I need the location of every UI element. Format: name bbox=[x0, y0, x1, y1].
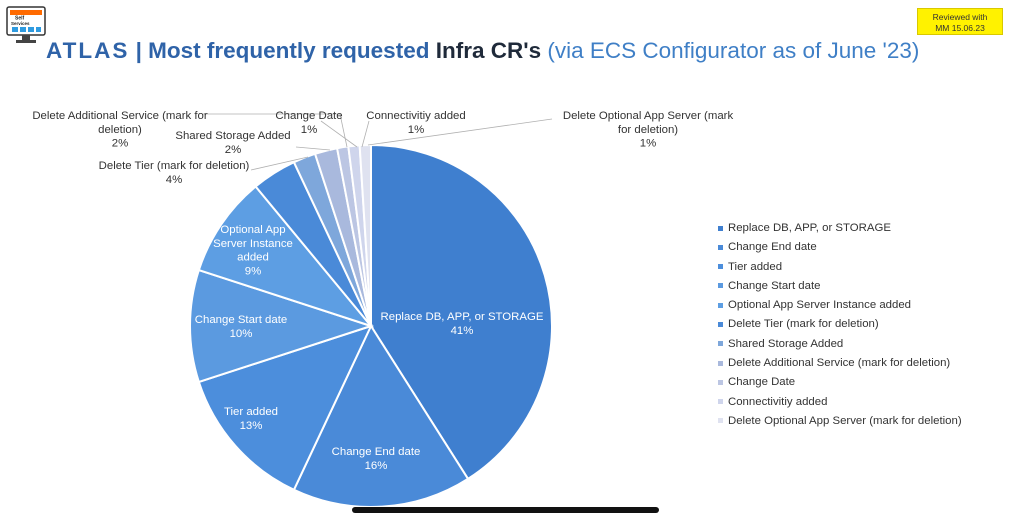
chart-legend: Replace DB, APP, or STORAGE Change End da… bbox=[718, 221, 962, 433]
legend-swatch bbox=[718, 321, 723, 327]
slice-label: Replace DB, APP, or STORAGE 41% bbox=[381, 311, 544, 337]
pie-slice bbox=[370, 143, 553, 481]
legend-swatch bbox=[718, 360, 723, 366]
legend-item: Connectivitiy added bbox=[718, 395, 962, 414]
label-line: 1% bbox=[301, 124, 317, 136]
review-badge-line2: MM 15.06.23 bbox=[935, 22, 985, 33]
review-badge: Reviewed with MM 15.06.23 bbox=[917, 8, 1003, 35]
label-line: Shared Storage Added bbox=[175, 130, 290, 142]
slice-label: Tier added 13% bbox=[224, 406, 278, 432]
label-line: added bbox=[237, 252, 269, 264]
leader-line bbox=[320, 120, 358, 148]
legend-swatch bbox=[718, 244, 723, 250]
legend-label: Shared Storage Added bbox=[728, 337, 844, 350]
slice-label-outside: Shared Storage Added 2% bbox=[175, 130, 290, 156]
label-line: 16% bbox=[365, 460, 388, 472]
label-line: 41% bbox=[451, 325, 474, 337]
label-line: 1% bbox=[640, 138, 656, 150]
title-separator: | bbox=[135, 38, 142, 63]
title-subtitle: (via ECS Configurator as of June '23) bbox=[547, 38, 920, 63]
legend-label: Replace DB, APP, or STORAGE bbox=[728, 222, 891, 234]
pie-slice bbox=[358, 143, 372, 327]
label-line: Change Start date bbox=[195, 314, 287, 326]
atlas-brand: ATLAS bbox=[46, 38, 130, 63]
leader-line bbox=[367, 118, 553, 146]
label-line: deletion) bbox=[98, 124, 142, 136]
legend-label: Delete Additional Service (mark for dele… bbox=[728, 357, 951, 370]
legend-item: Tier added bbox=[718, 260, 962, 279]
legend-swatch bbox=[718, 302, 723, 308]
legend-swatch bbox=[718, 418, 723, 424]
page-title: ATLAS | Most frequently requested Infra … bbox=[46, 38, 919, 64]
legend-label: Connectivitiy added bbox=[728, 395, 828, 408]
label-line: Connectivitiy added bbox=[366, 110, 465, 122]
legend-item: Delete Optional App Server (mark for del… bbox=[718, 414, 962, 433]
legend-swatch bbox=[718, 341, 723, 347]
label-line: for deletion) bbox=[618, 124, 678, 136]
legend-label: Change Start date bbox=[728, 279, 821, 292]
label-line: Tier added bbox=[224, 406, 278, 418]
legend-label: Delete Optional App Server (mark for del… bbox=[728, 414, 962, 427]
slice-label: Change Start date 10% bbox=[195, 314, 287, 340]
slice-label-outside: Connectivitiy added 1% bbox=[366, 110, 465, 136]
legend-item: Change End date bbox=[718, 240, 962, 259]
label-line: Change End date bbox=[332, 446, 421, 458]
legend-swatch bbox=[718, 283, 723, 289]
pie-slice bbox=[189, 268, 375, 384]
leader-line bbox=[250, 156, 309, 171]
legend-label: Tier added bbox=[728, 260, 783, 273]
review-badge-line1: Reviewed with bbox=[932, 12, 988, 22]
label-line: Optional App bbox=[220, 224, 285, 236]
legend-swatch bbox=[718, 379, 723, 385]
legend-item: Shared Storage Added bbox=[718, 337, 962, 356]
legend-item: Change Date bbox=[718, 375, 962, 394]
legend-label: Change Date bbox=[728, 376, 796, 389]
svg-text:Self: Self bbox=[15, 16, 25, 22]
label-line: Delete Optional App Server (mark bbox=[563, 110, 734, 122]
label-line: Change Date bbox=[275, 110, 342, 122]
legend-label: Change End date bbox=[728, 241, 817, 254]
slice-label-outside: Delete Tier (mark for deletion) 4% bbox=[99, 160, 250, 186]
self-services-logo: Self Services bbox=[6, 6, 46, 46]
pie-slice bbox=[197, 324, 373, 492]
pie-slice bbox=[292, 323, 470, 508]
label-line: Delete Tier (mark for deletion) bbox=[99, 160, 250, 172]
title-main: Most frequently requested bbox=[148, 38, 430, 63]
leader-line bbox=[295, 146, 331, 151]
legend-swatch bbox=[718, 399, 723, 405]
label-line: 9% bbox=[245, 265, 261, 277]
label-line: 1% bbox=[408, 124, 424, 136]
pie-slice bbox=[197, 185, 374, 329]
legend-swatch bbox=[718, 225, 723, 231]
slice-label-outside: Delete Optional App Server (mark for dele… bbox=[563, 110, 734, 150]
label-line: 2% bbox=[225, 144, 241, 156]
scrollbar[interactable] bbox=[352, 507, 659, 513]
legend-label: Delete Tier (mark for deletion) bbox=[728, 318, 879, 331]
legend-item: Change Start date bbox=[718, 279, 962, 298]
svg-text:Services: Services bbox=[11, 21, 30, 26]
legend-item: Replace DB, APP, or STORAGE bbox=[718, 221, 962, 240]
label-line: 2% bbox=[112, 138, 128, 150]
legend-label: Optional App Server Instance added bbox=[728, 299, 912, 312]
label-line: 4% bbox=[166, 174, 182, 186]
label-line: Server Instance bbox=[213, 238, 293, 250]
slice-label: Change End date 16% bbox=[332, 446, 421, 472]
legend-item: Delete Tier (mark for deletion) bbox=[718, 317, 962, 336]
label-line: 10% bbox=[230, 328, 253, 340]
legend-item: Optional App Server Instance added bbox=[718, 298, 962, 317]
label-line: Delete Additional Service (mark for bbox=[32, 110, 208, 122]
label-line: Replace DB, APP, or STORAGE bbox=[381, 311, 544, 323]
leader-line bbox=[361, 120, 370, 148]
legend-item: Delete Additional Service (mark for dele… bbox=[718, 356, 962, 375]
label-line: 13% bbox=[240, 420, 263, 432]
leader-line bbox=[203, 113, 348, 148]
title-highlight: Infra CR's bbox=[435, 38, 542, 63]
slice-label-outside: Delete Additional Service (mark for delet… bbox=[32, 110, 208, 150]
slice-label-outside: Change Date 1% bbox=[275, 110, 342, 136]
legend-swatch bbox=[718, 264, 723, 270]
